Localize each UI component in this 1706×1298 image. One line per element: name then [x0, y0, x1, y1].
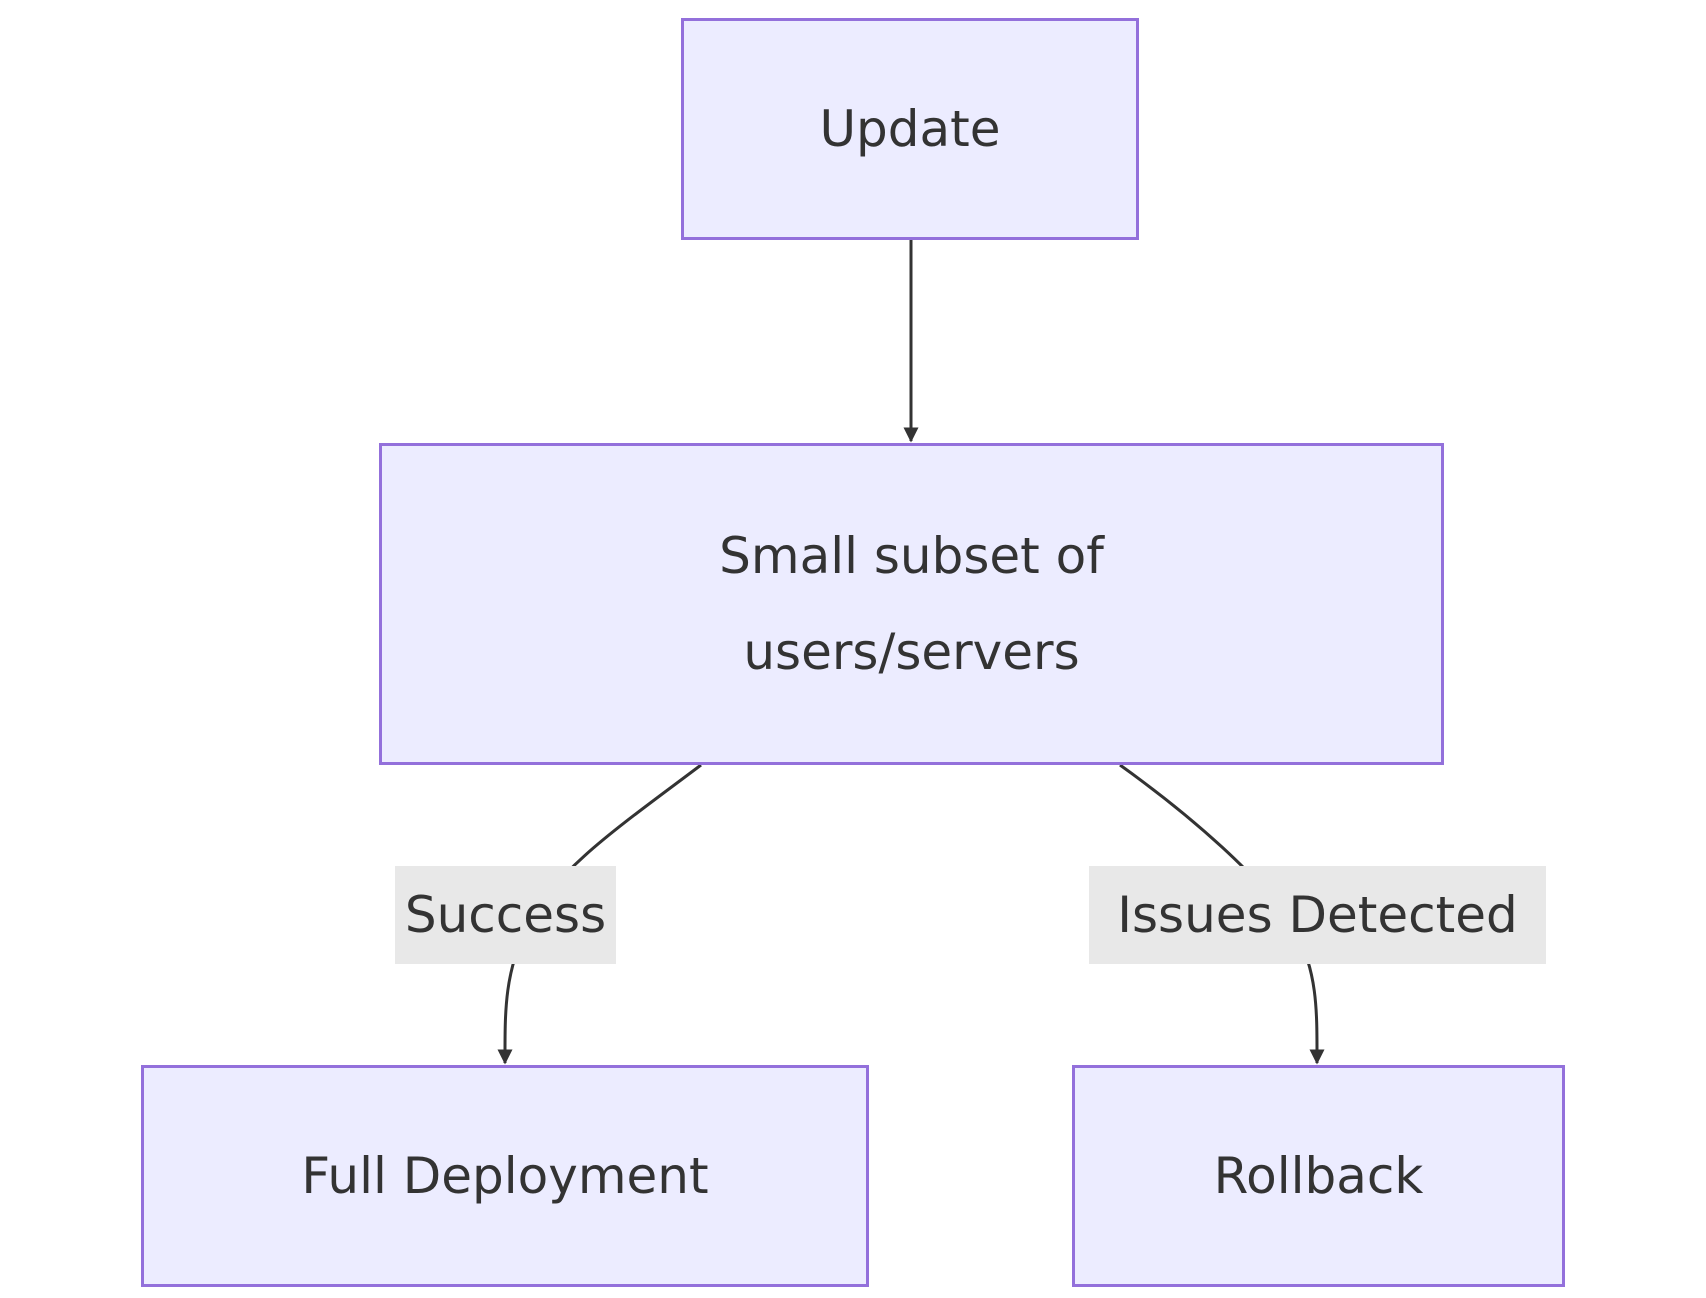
node-subset-label-line1: Small subset of [719, 527, 1104, 585]
edge-label-success: Success [395, 866, 616, 964]
node-update: Update [681, 18, 1139, 240]
node-subset-label-line2: users/servers [743, 623, 1080, 681]
node-small-subset: Small subset of users/servers [379, 443, 1444, 765]
node-full-deployment: Full Deployment [141, 1065, 869, 1287]
node-update-label: Update [819, 100, 1001, 158]
node-full-deployment-label: Full Deployment [301, 1147, 709, 1205]
node-rollback-label: Rollback [1213, 1147, 1424, 1205]
edge-label-issues-detected: Issues Detected [1089, 866, 1546, 964]
node-rollback: Rollback [1072, 1065, 1565, 1287]
